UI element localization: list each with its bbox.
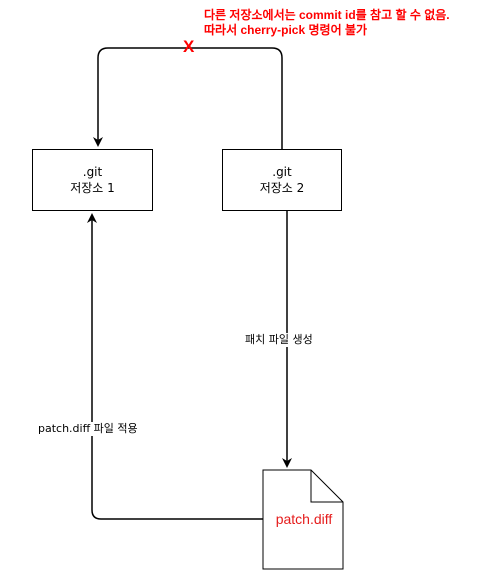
edge-repo2-to-repo1-blocked xyxy=(93,47,283,149)
patch-file-fold xyxy=(310,470,343,503)
note-line-1: 다른 저장소에서는 commit id를 참고 할 수 없음. xyxy=(204,8,450,22)
repo2-git-label: .git xyxy=(272,165,292,179)
apply-patch-label: patch.diff 파일 적용 xyxy=(38,422,138,436)
patch-file-document-shape xyxy=(262,469,344,570)
repo1-name-label: 저장소 1 xyxy=(70,181,115,195)
repo2-box[interactable]: .git 저장소 2 xyxy=(222,149,342,211)
blocked-x-mark: X xyxy=(183,37,195,56)
cherry-pick-note: 다른 저장소에서는 commit id를 참고 할 수 없음. 따라서 cher… xyxy=(204,8,450,38)
create-patch-label: 패치 파일 생성 xyxy=(245,333,313,347)
repo1-box[interactable]: .git 저장소 1 xyxy=(32,149,153,211)
edge-apply-patch xyxy=(87,213,263,520)
repo2-name-label: 저장소 2 xyxy=(259,181,305,195)
note-line-2: 따라서 cherry-pick 명령어 불가 xyxy=(204,23,368,37)
patch-file-label: patch.diff xyxy=(275,511,333,527)
repo1-git-label: .git xyxy=(82,165,103,179)
